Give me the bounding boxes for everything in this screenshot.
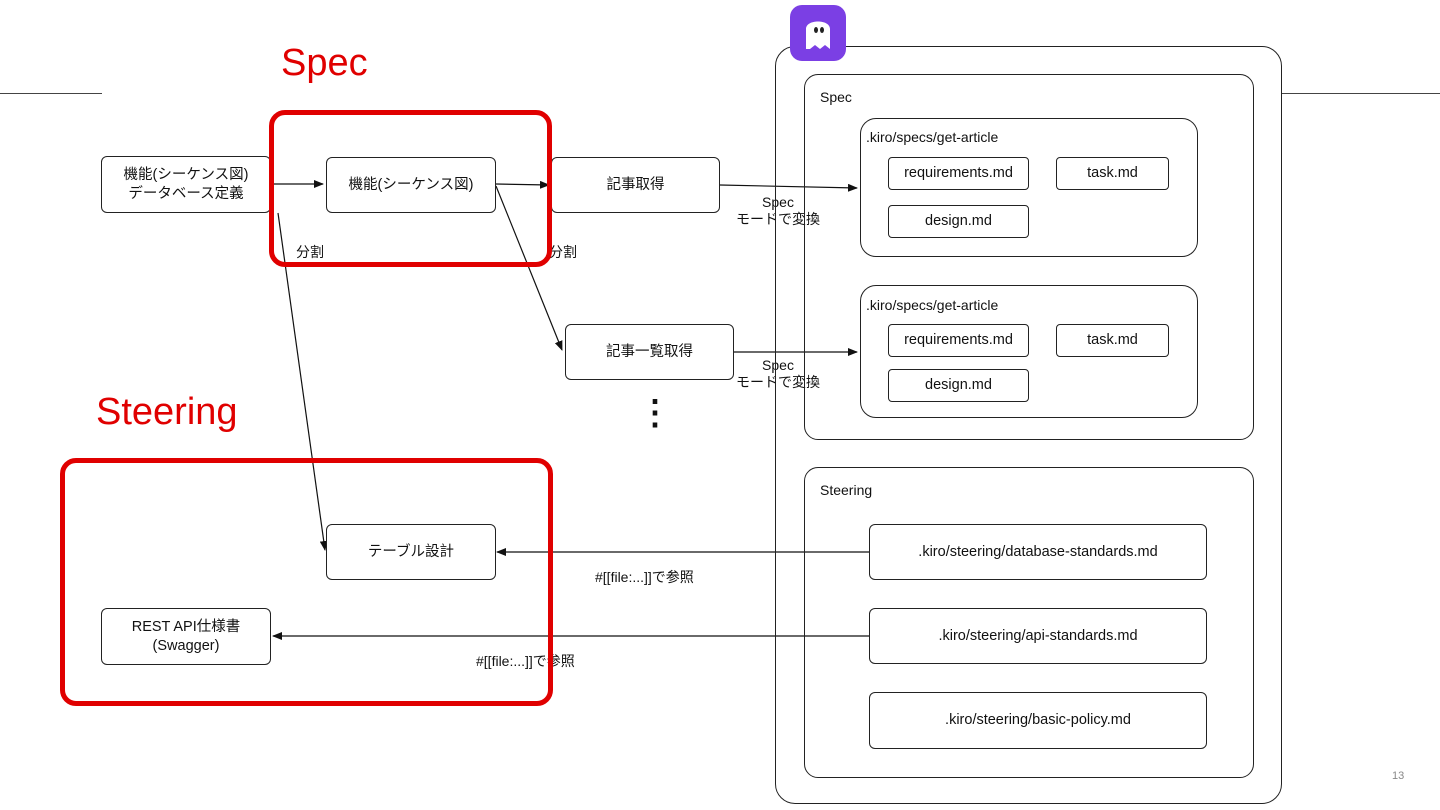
spec-folder-2-path: .kiro/specs/get-article [866,297,999,313]
edge-source-to-table-design [277,212,328,551]
kiro-outer-panel [775,46,1282,804]
spec-folder-2[interactable] [860,285,1198,418]
spec-highlight-title: Spec [281,42,368,84]
page-number: 13 [1392,770,1405,782]
spec-highlight-box [269,110,552,267]
spec-folder-1-task-file[interactable]: task.md [1056,157,1169,190]
get-article-node[interactable]: 記事取得 [551,157,720,213]
rest-api-node[interactable]: REST API仕様書 (Swagger) [101,608,271,665]
ellipsis-vertical: ⋮ [638,394,672,432]
steering-file-database-standards[interactable]: .kiro/steering/database-standards.md [869,524,1207,580]
slide-rule-left [0,93,102,94]
convert-label-1: Spec モードで変換 [736,194,820,228]
spec-folder-1-path: .kiro/specs/get-article [866,129,999,145]
get-article-list-node[interactable]: 記事一覧取得 [565,324,734,380]
feature-node[interactable]: 機能(シーケンス図) [326,157,496,213]
steering-highlight-title: Steering [96,391,238,433]
steering-section-label: Steering [820,482,873,498]
spec-section-label: Spec [820,89,852,105]
spec-folder-2-requirements-file[interactable]: requirements.md [888,324,1029,357]
edge-feature-to-get-article-list [495,185,563,351]
convert-label-2: Spec モードで変換 [736,357,820,391]
steering-file-api-standards[interactable]: .kiro/steering/api-standards.md [869,608,1207,664]
spec-folder-2-design-file[interactable]: design.md [888,369,1029,402]
spec-folder-1-requirements-file[interactable]: requirements.md [888,157,1029,190]
source-node[interactable]: 機能(シーケンス図) データベース定義 [101,156,271,213]
table-design-node[interactable]: テーブル設計 [326,524,496,580]
reference-label-1: #[[file:...]]で参照 [595,569,694,585]
edge-feature-to-get-article [495,180,550,189]
slide-rule-right [1282,93,1440,94]
steering-highlight-box [60,458,553,706]
spec-folder-2-task-file[interactable]: task.md [1056,324,1169,357]
spec-folder-1[interactable] [860,118,1198,257]
spec-folder-1-design-file[interactable]: design.md [888,205,1029,238]
spec-section [804,74,1254,440]
ghost-icon [790,5,846,61]
split-label-left: 分割 [296,244,324,260]
steering-section [804,467,1254,778]
steering-file-basic-policy[interactable]: .kiro/steering/basic-policy.md [869,692,1207,749]
edge-get-article-to-spec [719,183,858,192]
split-label-right: 分割 [549,244,577,260]
